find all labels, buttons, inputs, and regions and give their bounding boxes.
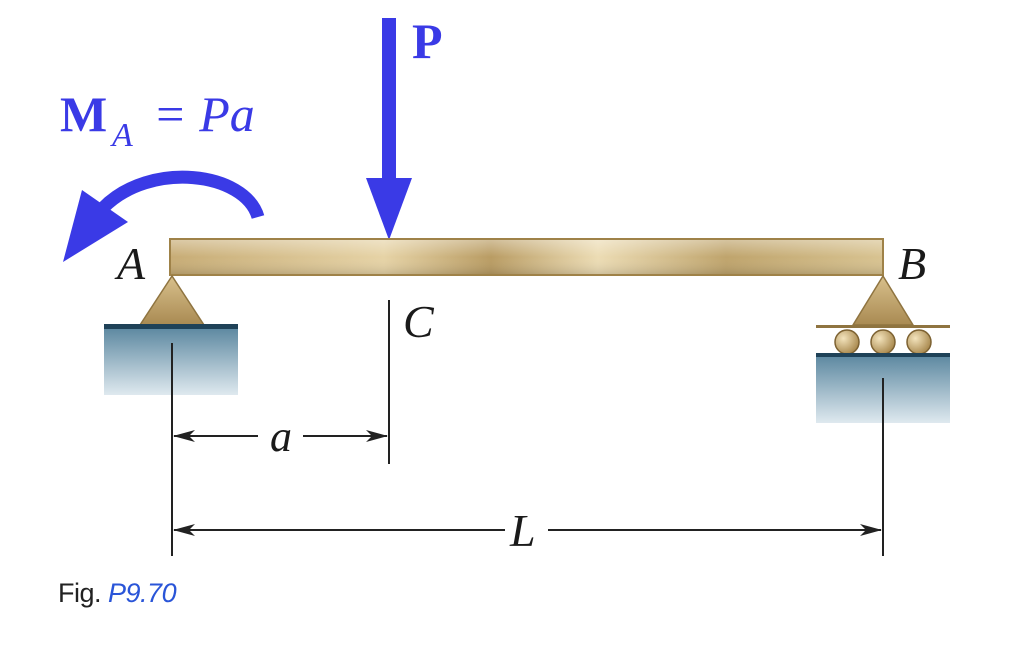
force-arrow-icon (366, 18, 412, 240)
extension-lines (171, 300, 884, 556)
dimension-a-label: a (270, 412, 292, 461)
point-a-label: A (114, 238, 146, 289)
caption-prefix: Fig. (58, 578, 102, 608)
moment-subscript: A (110, 117, 133, 154)
force-label: P (412, 13, 443, 69)
moment-arrow-icon (63, 170, 265, 262)
figure-caption: Fig. P9.70 (58, 578, 177, 609)
moment-equation: = Pa (153, 86, 255, 142)
figure-id: P9.70 (108, 578, 177, 608)
moment-label: M A = Pa (60, 86, 255, 154)
beam (169, 238, 884, 276)
point-b-label: B (898, 238, 926, 289)
moment-symbol: M (60, 86, 107, 142)
point-c-label: C (403, 296, 435, 347)
dimension-l-label: L (509, 505, 536, 556)
